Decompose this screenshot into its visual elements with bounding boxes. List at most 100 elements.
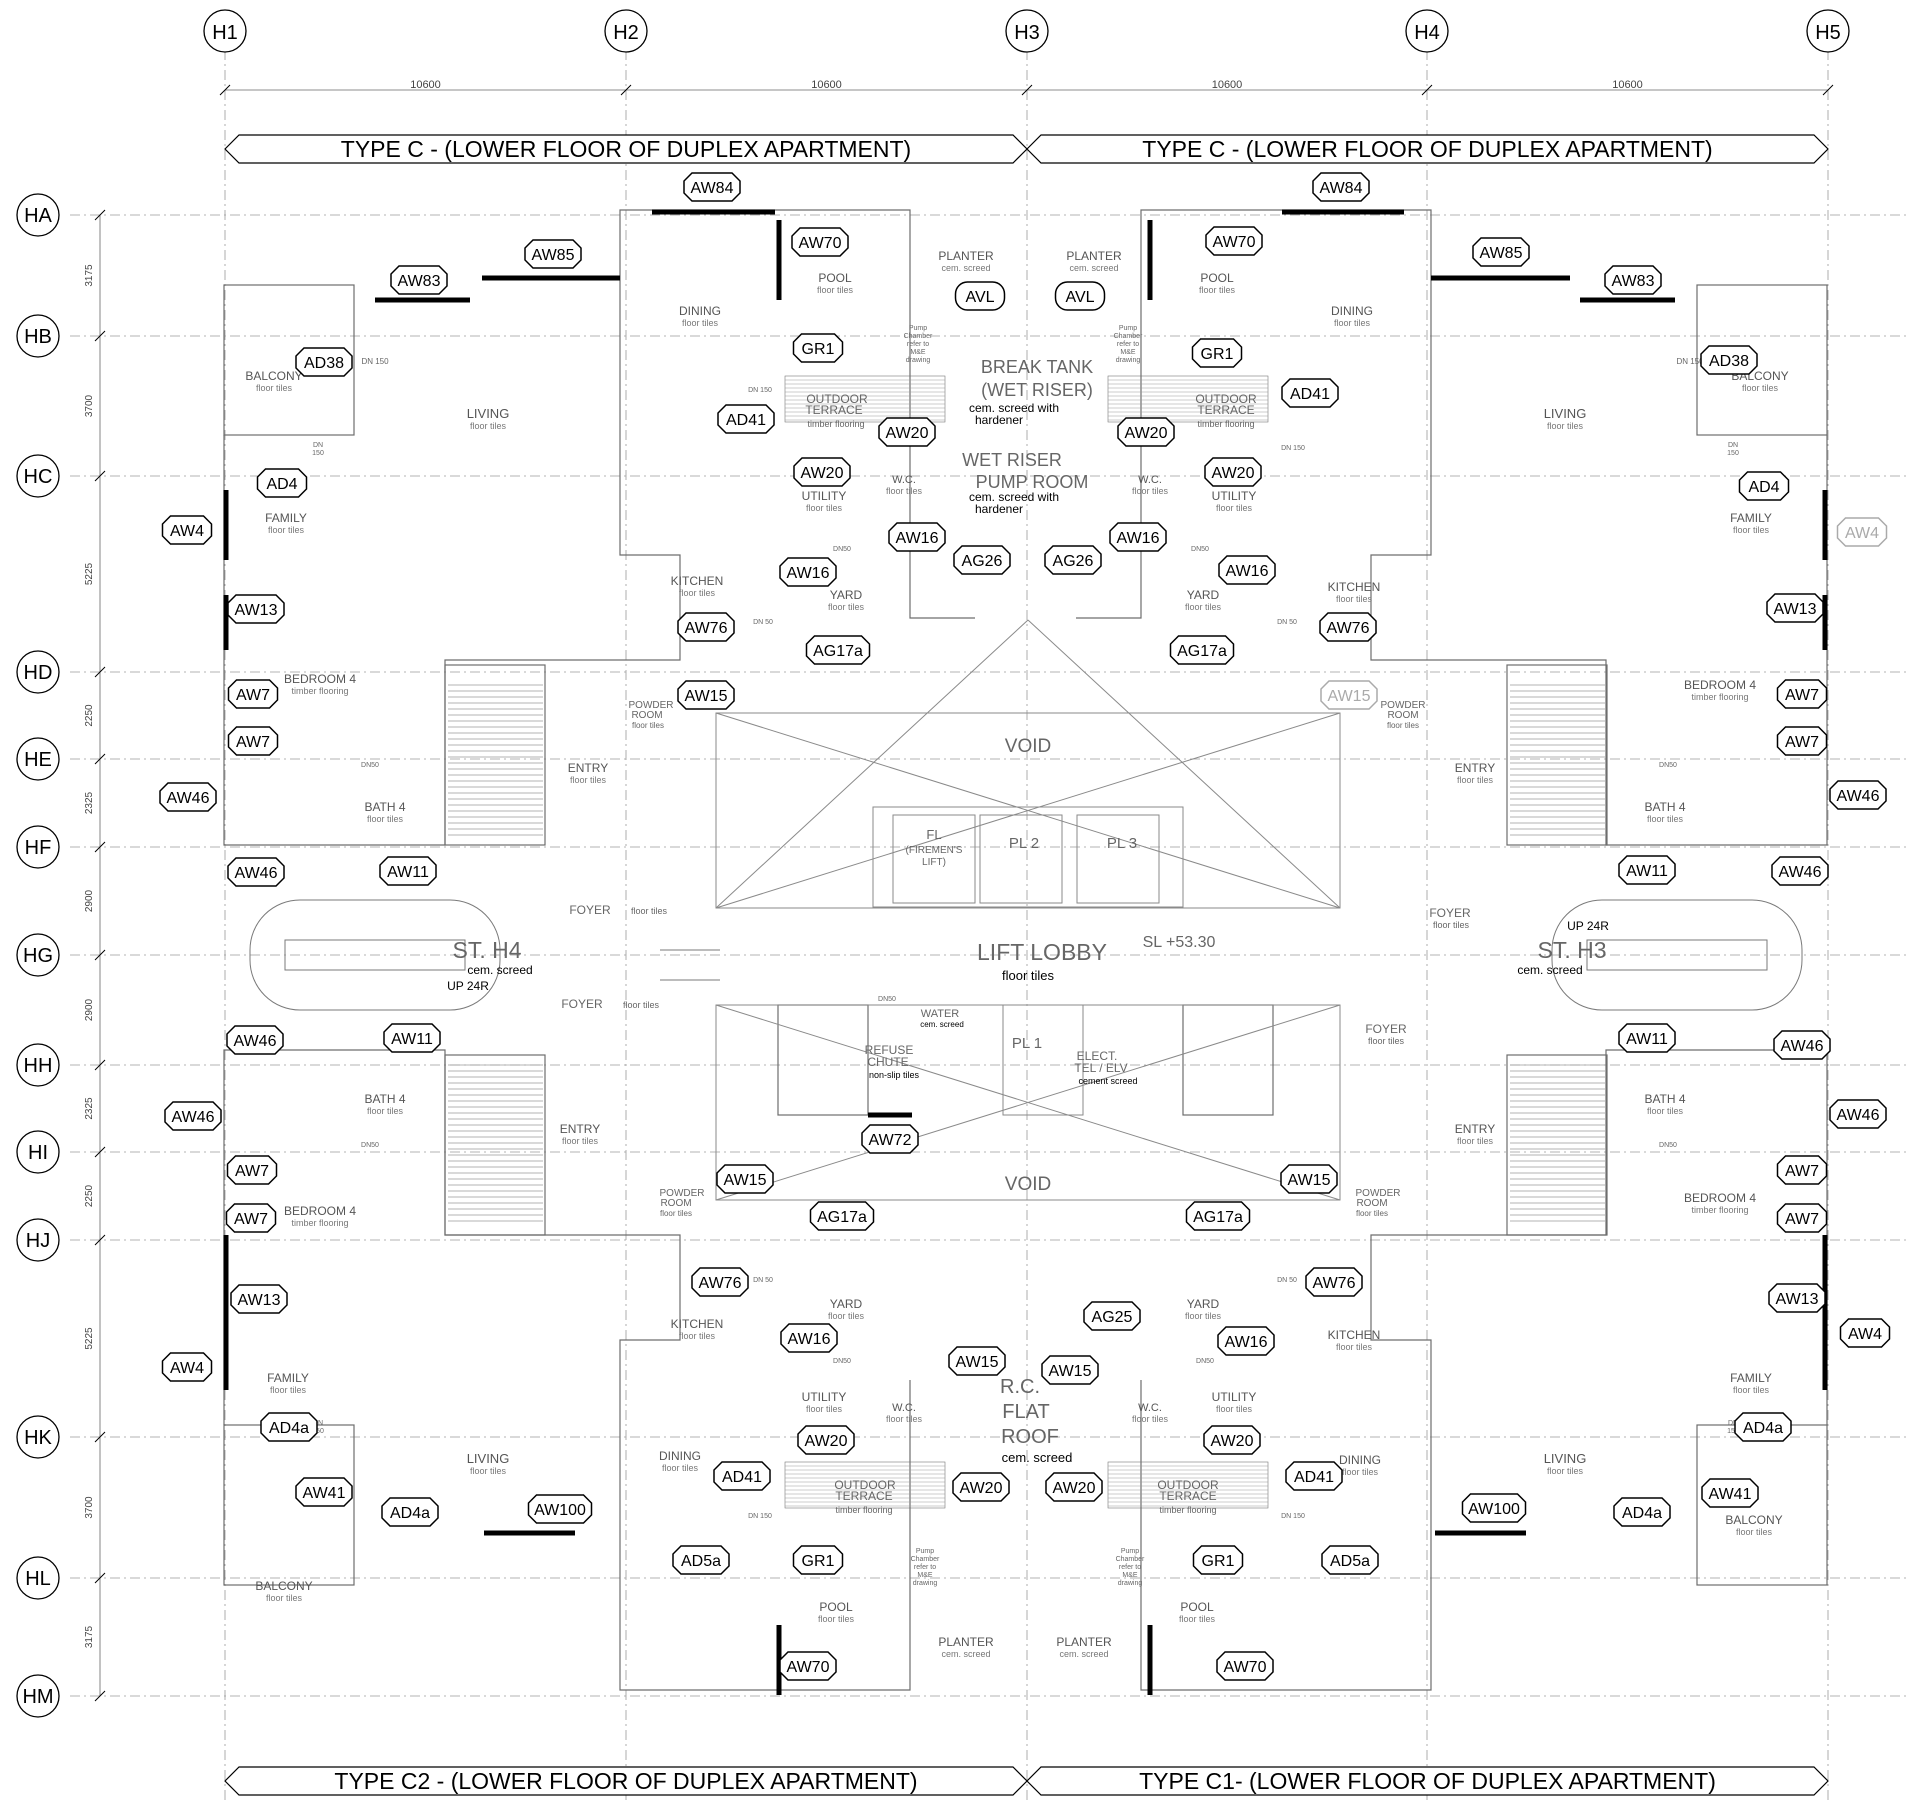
tag-aw83: AW83 (1604, 265, 1662, 295)
plan-annotation: TERRACE (835, 1489, 892, 1503)
plan-annotation: DN 150 (1281, 1513, 1305, 1520)
tag-aw4: AW4 (161, 1352, 213, 1382)
room-name: LIVING (467, 406, 510, 421)
tag-aw85: AW85 (1472, 237, 1530, 267)
plan-annotation: hardener (975, 502, 1023, 516)
tag-aw11: AW11 (379, 856, 437, 886)
tag-aw7: AW7 (227, 679, 279, 709)
room-finish: floor tiles (817, 285, 854, 295)
tag-aw13: AW13 (227, 594, 285, 624)
room-finish: floor tiles (570, 775, 607, 785)
plan-annotation: DN 150 (361, 357, 389, 366)
tag-aw13: AW13 (230, 1284, 288, 1314)
tag-text: AD38 (1709, 353, 1749, 370)
plan-annotation: M&E (1120, 349, 1136, 356)
tag-text: AW46 (234, 1033, 277, 1050)
tag-text: AD5a (681, 1553, 721, 1570)
tag-aw70: AW70 (779, 1651, 837, 1681)
tag-ad4: AD4 (256, 468, 308, 498)
plan-annotation: DN 50 (753, 1277, 773, 1284)
plan-annotation: TERRACE (805, 403, 862, 417)
room-name: FAMILY (1730, 1371, 1772, 1385)
grid-bubble-row: HC (16, 454, 60, 498)
tag-avl: AVL (1054, 281, 1106, 311)
room-name: KITCHEN (671, 1317, 724, 1331)
plan-annotation: ROOM (1356, 1198, 1387, 1209)
plan-annotation: TERRACE (1159, 1489, 1216, 1503)
dimension-label: 10600 (410, 79, 441, 91)
dimension-label: 3175 (84, 1625, 95, 1648)
plan-annotation: Chamber (911, 1556, 940, 1563)
tag-aw20: AW20 (952, 1472, 1010, 1502)
plan-annotation: OUTDOOR (1157, 1478, 1219, 1492)
banner-title: TYPE C - (LOWER FLOOR OF DUPLEX APARTMEN… (1142, 136, 1712, 162)
plan-annotation: Pump (1121, 1548, 1139, 1555)
tag-aw7: AW7 (225, 1203, 277, 1233)
room-name: W.C. (892, 1402, 916, 1414)
tag-text: AW84 (1320, 180, 1363, 197)
room-finish: floor tiles (268, 525, 305, 535)
room-name: LIVING (1544, 406, 1587, 421)
room-finish: floor tiles (1336, 594, 1373, 604)
plan-annotation: UP 24R (447, 979, 489, 993)
tag-text: AW4 (1848, 1326, 1882, 1343)
tag-aw16: AW16 (1217, 1326, 1275, 1356)
plan-annotation: floor tiles (1387, 721, 1419, 730)
tag-aw16: AW16 (888, 522, 946, 552)
tag-aw100: AW100 (1461, 1493, 1527, 1523)
room-name: YARD (830, 588, 863, 602)
room-finish: floor tiles (662, 1463, 699, 1473)
plan-annotation: refer to (907, 341, 929, 348)
room-name: BATH 4 (1644, 800, 1685, 814)
plan-annotation: floor tiles (1356, 1209, 1388, 1218)
tag-aw20: AW20 (797, 1425, 855, 1455)
room-label: W.C.floor tiles (886, 474, 923, 496)
plan-annotation: FLAT (1002, 1401, 1049, 1423)
room-name: DINING (1331, 304, 1373, 318)
tag-aw15: AW15 (716, 1164, 774, 1194)
plan-annotation: DN50 (1196, 1358, 1214, 1365)
tag-text: AW41 (303, 1485, 346, 1502)
grid-bubble-column: H1 (203, 9, 247, 53)
tag-text: AW4 (170, 1360, 204, 1377)
room-name: ENTRY (568, 761, 608, 775)
tag-text: GR1 (802, 341, 835, 358)
unit-type-banner: TYPE C2 - (LOWER FLOOR OF DUPLEX APARTME… (224, 1766, 1028, 1796)
plan-annotation: Pump (1119, 325, 1137, 332)
tag-text: AG26 (1053, 553, 1094, 570)
tag-aw7: AW7 (226, 1155, 278, 1185)
tag-text: AW7 (1785, 687, 1819, 704)
plan-annotation: drawing (906, 357, 931, 364)
plan-annotation: refer to (1119, 1564, 1141, 1571)
tag-text: AW46 (172, 1109, 215, 1126)
tag-aw16: AW16 (780, 1323, 838, 1353)
room-finish: floor tiles (828, 602, 865, 612)
room-finish: floor tiles (806, 1404, 843, 1414)
tag-text: AW76 (1327, 620, 1370, 637)
tag-aw16: AW16 (779, 557, 837, 587)
labels: TYPE C - (LOWER FLOOR OF DUPLEX APARTMEN… (224, 134, 1829, 1796)
plan-annotation: Chamber (1116, 1556, 1145, 1563)
plan-annotation: DN50 (1659, 1142, 1677, 1149)
grid-bubble-column: H5 (1806, 9, 1850, 53)
room-finish: timber flooring (1691, 692, 1748, 702)
tag-aw11: AW11 (1618, 855, 1676, 885)
plan-annotation: POWDER (660, 1188, 705, 1199)
tag-text: AD41 (726, 412, 766, 429)
tag-text: AW76 (685, 620, 728, 637)
banner-title: TYPE C - (LOWER FLOOR OF DUPLEX APARTMEN… (341, 136, 911, 162)
plan-annotation: floor tiles (1368, 1036, 1405, 1046)
grid-bubble-label: HI (28, 1142, 48, 1164)
tag-aw46: AW46 (1771, 856, 1829, 886)
grid-bubble-column: H2 (604, 9, 648, 53)
tag-text: AW70 (1213, 234, 1256, 251)
